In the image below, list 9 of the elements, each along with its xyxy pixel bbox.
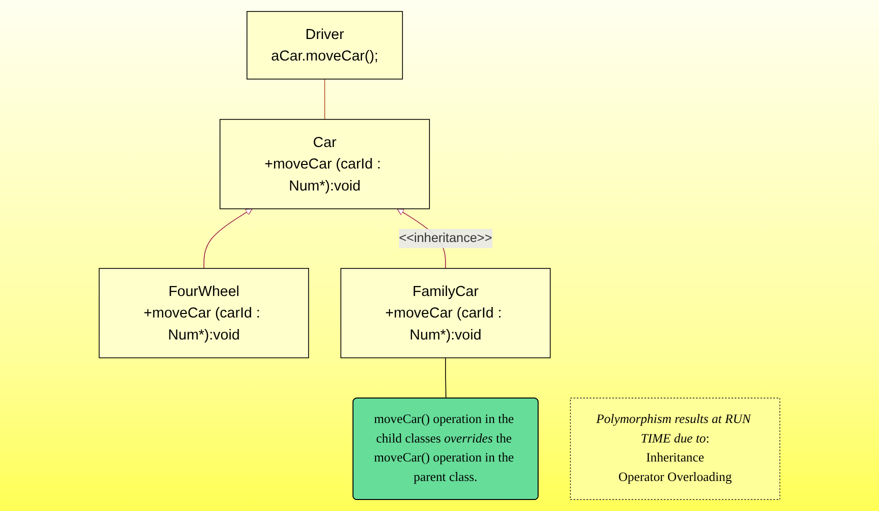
edge-label: <<inheritance>> bbox=[398, 231, 492, 246]
connector bbox=[445, 357, 446, 399]
node-box: FamilyCar +moveCar (carId : Num*):void bbox=[340, 268, 551, 358]
node-box: Polymorphism results at RUN TIME due to: Inheritance Operator Overloading bbox=[570, 398, 780, 500]
connector bbox=[324, 78, 326, 120]
node-box: Car +moveCar (carId : Num*):void bbox=[220, 118, 430, 210]
node-box: Driver aCar.moveCar(); bbox=[246, 11, 403, 80]
arrow bbox=[204, 208, 253, 269]
node-box: FourWheel +moveCar (carId : Num*):void bbox=[98, 268, 310, 358]
